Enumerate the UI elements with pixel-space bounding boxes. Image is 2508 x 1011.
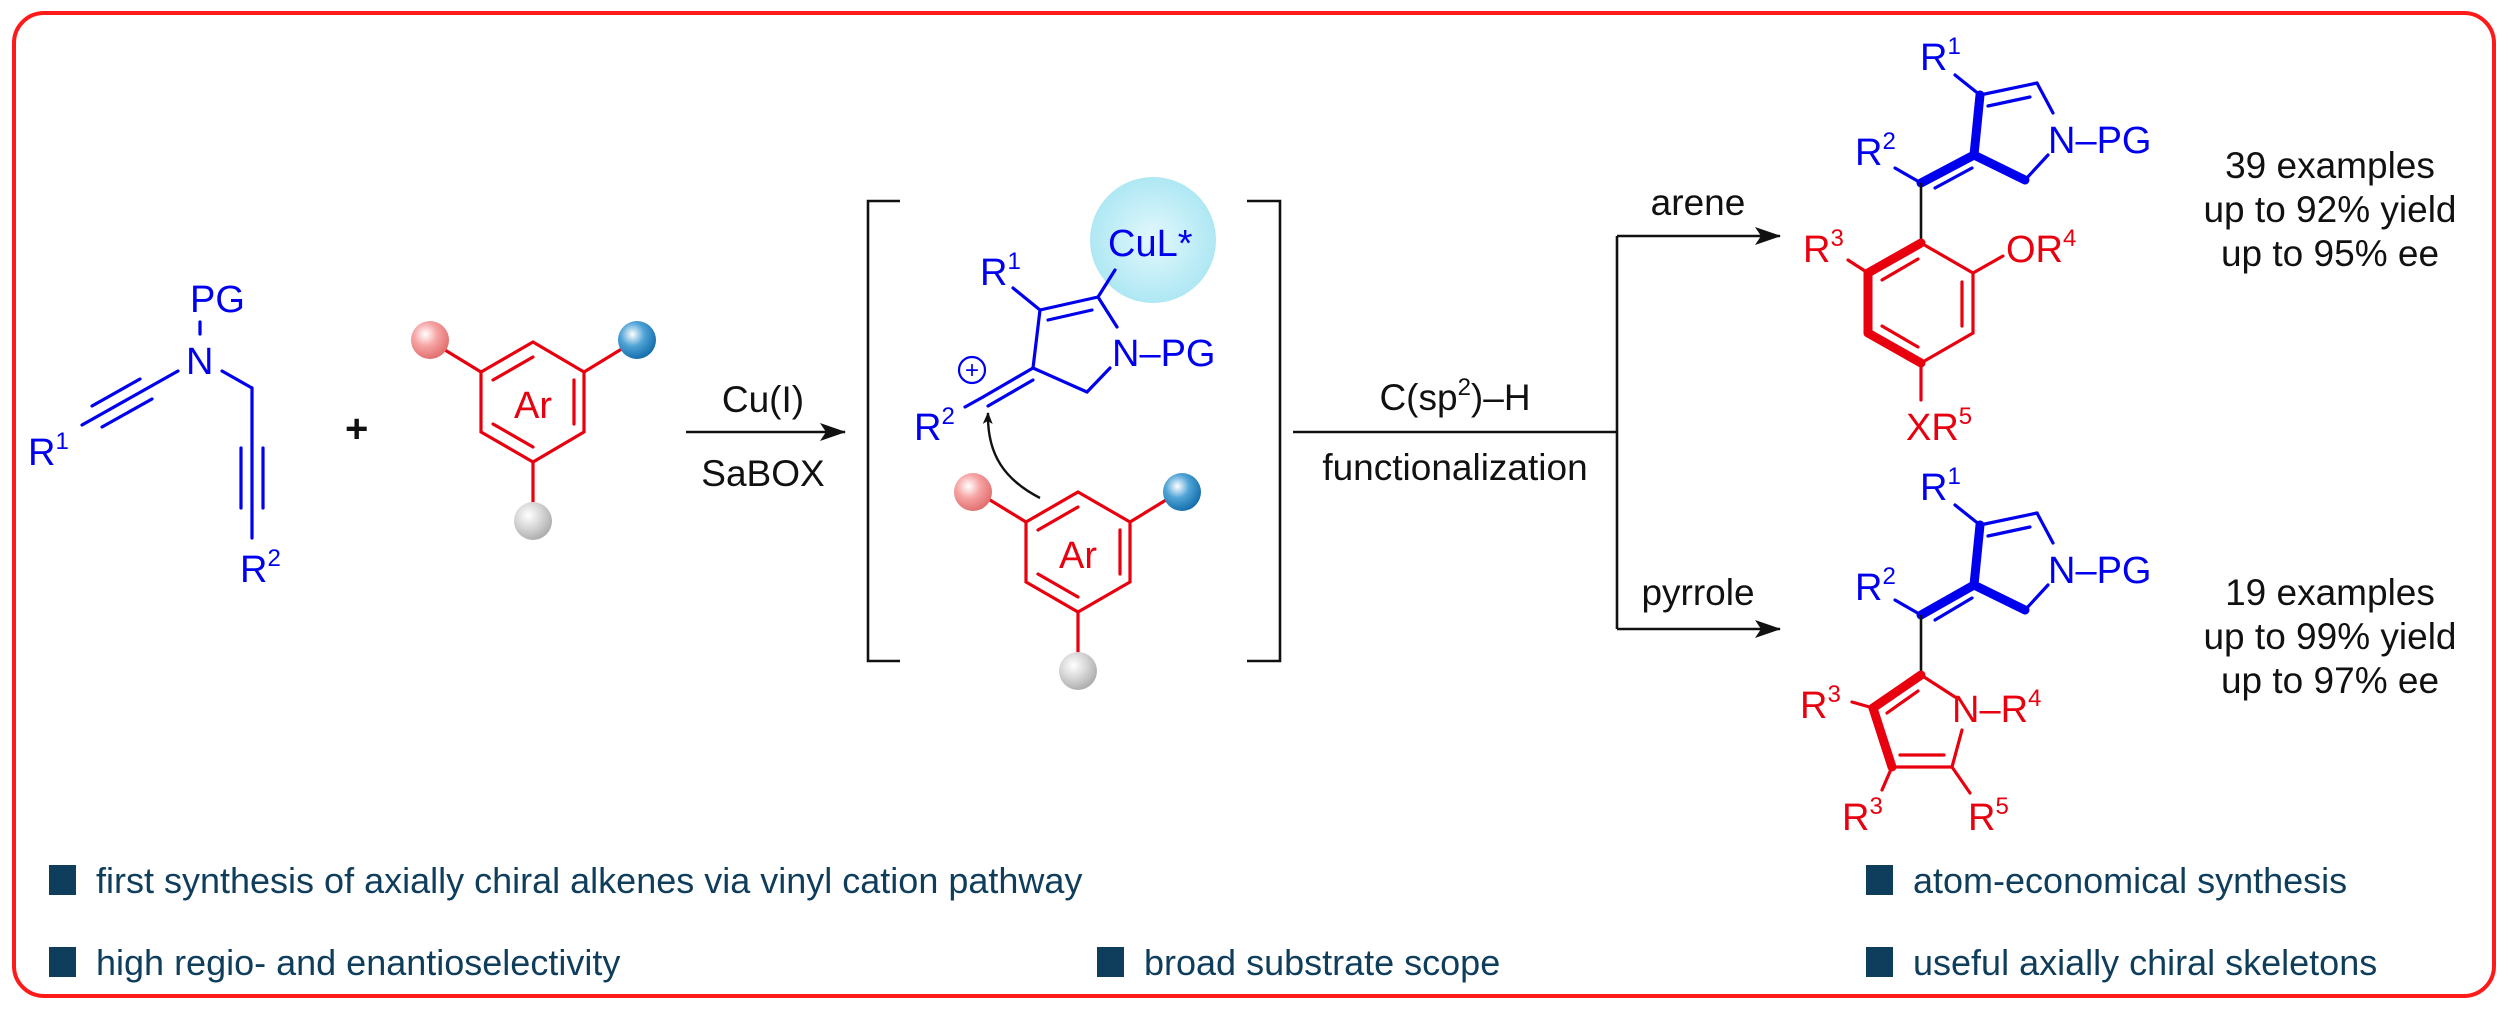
arene-product-or4-label: OR4 [2006,225,2076,271]
step1-arrow: Cu(I) SaBOX [686,379,846,494]
ynamide-r1-label: R1 [28,428,69,474]
step2-functionalization-label: functionalization [1322,447,1587,488]
arene-product-r3-label: R3 [1803,225,1844,271]
arene-ring-label: Ar [514,385,552,427]
product-arene: R1 N–PG R2 R3 OR4 XR5 39 examples up to … [1803,33,2457,449]
frame-border [12,11,2496,998]
intermediate-r1-label: R1 [980,248,1021,294]
highlight-text: useful axially chiral skeletons [1913,942,2377,983]
pyrrole-product-n-pg-label: N–PG [2048,550,2151,592]
catalyst-label: Cu(I) [722,379,804,420]
blue-substituent-ball [618,321,656,359]
bullet-square-icon [1097,947,1124,977]
bullet-square-icon [1866,947,1893,977]
highlight-item: broad substrate scope [1097,942,1500,983]
gray-substituent-ball [514,502,552,540]
highlight-item: atom-economical synthesis [1866,860,2347,901]
bullet-square-icon [49,947,76,977]
intermediate: CuL* R1 N–PG R2 + Ar [866,177,1282,690]
bullet-square-icon [49,865,76,895]
arene-product-r2-label: R2 [1855,128,1896,174]
pink-substituent-ball [411,321,449,359]
arene-product-xr5-label: XR5 [1906,403,1972,449]
product-pyrrole: R1 N–PG R2 R3 N–R4 R3 R5 19 examples up … [1800,463,2457,839]
arene-product-n-pg-label: N–PG [2048,120,2151,162]
reactant-arene: Ar [411,321,656,540]
arene-examples-count: 39 examples [2225,145,2435,186]
ligand-label: SaBOX [701,453,824,494]
pyrrole-product-n-r4-label: N–R4 [1952,685,2041,731]
intermediate-n-pg-label: N–PG [1112,333,1215,375]
ynamide-r2-label: R2 [240,545,281,591]
bullet-square-icon [1866,865,1893,895]
pyrrole-product-r3-lower-label: R3 [1842,793,1883,839]
pyrrole-product-r1-label: R1 [1920,463,1961,509]
cation-charge-sign: + [965,357,979,384]
highlight-item: high regio- and enantioselectivity [49,942,620,983]
highlights-list: first synthesis of axially chiral alkene… [49,860,2377,983]
ynamide-pg-label: PG [190,279,245,321]
reactant-ynamide: PG N R1 R2 [28,279,281,591]
pyrrole-product-r2-label: R2 [1855,563,1896,609]
left-bracket [866,199,900,663]
pyrrole-examples-count: 19 examples [2225,572,2435,613]
intermediate-r2-label: R2 [914,403,955,449]
highlight-item: useful axially chiral skeletons [1866,942,2377,983]
step2-condition-label: C(sp2)–H [1379,374,1530,418]
highlight-text: atom-economical synthesis [1913,860,2347,901]
highlight-text: first synthesis of axially chiral alkene… [96,860,1082,901]
ynamide-n-label: N [186,341,213,383]
intermediate-arene-label: Ar [1059,535,1097,577]
pyrrole-product-r3-upper-label: R3 [1800,681,1841,727]
gray-substituent-ball [1059,652,1097,690]
plus-sign: + [345,407,368,451]
highlight-item: first synthesis of axially chiral alkene… [49,860,1082,901]
arene-product-r1-label: R1 [1920,33,1961,79]
branch-pyrrole-label: pyrrole [1641,572,1754,613]
arene-max-yield: up to 92% yield [2203,189,2456,230]
right-bracket [1247,199,1282,663]
pyrrole-product-r5-label: R5 [1968,793,2009,839]
pink-substituent-ball [954,473,992,511]
highlight-text: broad substrate scope [1144,942,1500,983]
arene-max-ee: up to 95% ee [2221,233,2439,274]
highlight-text: high regio- and enantioselectivity [96,942,620,983]
pyrrole-max-yield: up to 99% yield [2203,616,2456,657]
pyrrole-max-ee: up to 97% ee [2221,660,2439,701]
nucleophilic-attack-arrow [982,412,1041,500]
copper-ligand-highlight [1090,177,1216,303]
branch-arene-label: arene [1651,182,1746,223]
blue-substituent-ball [1163,473,1201,511]
copper-ligand-label: CuL* [1108,223,1193,265]
cation-charge-icon [957,355,987,385]
step2-arrows: C(sp2)–H functionalization arene pyrrole [1293,182,1781,638]
